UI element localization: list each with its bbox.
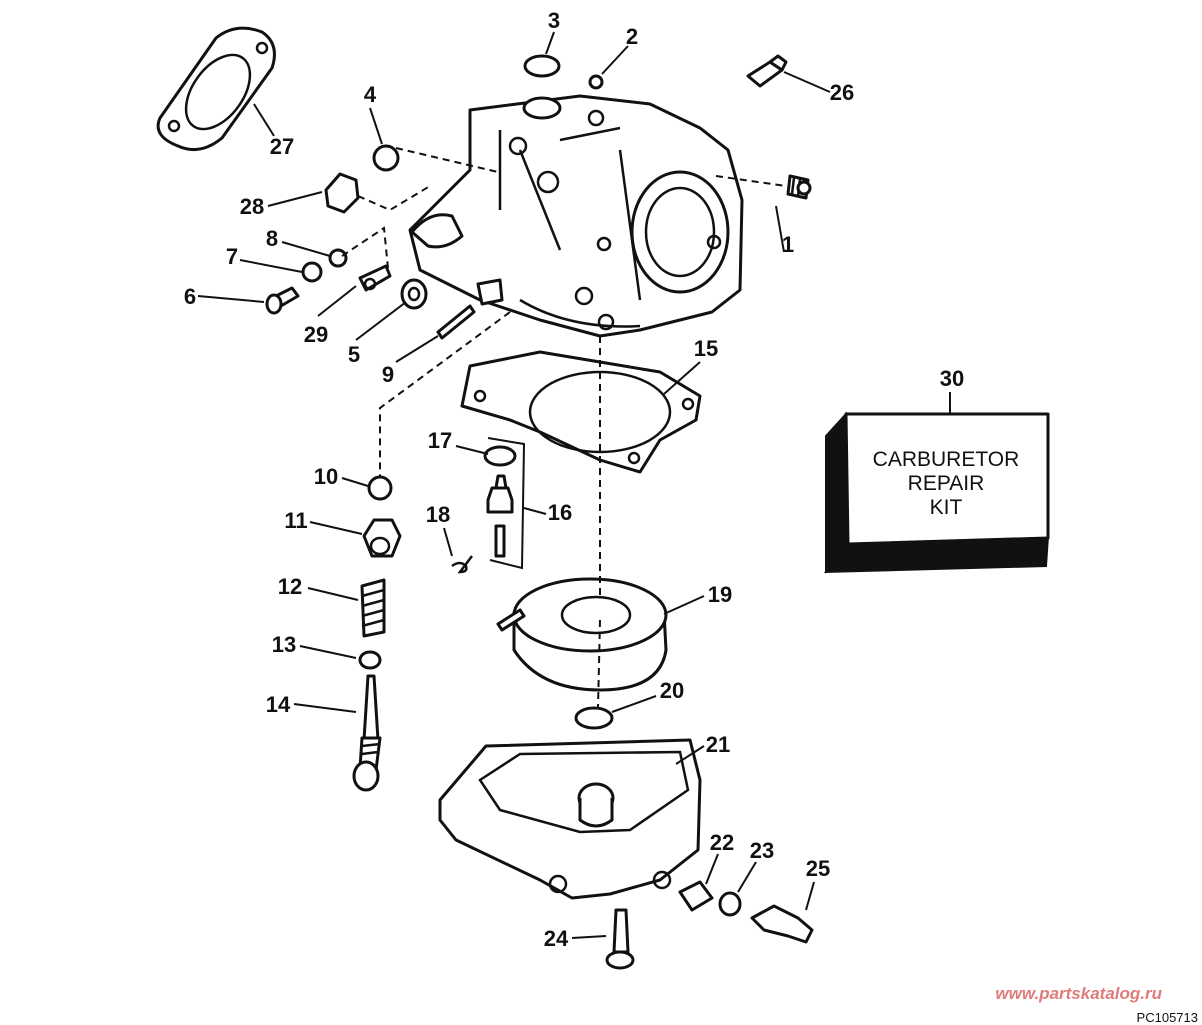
leader-lines <box>197 31 951 939</box>
callout-18: 18 <box>426 502 450 527</box>
part-16-needle-seat <box>486 437 526 570</box>
part-30-repair-kit-box <box>823 411 1050 574</box>
part-13-washer <box>358 650 382 670</box>
callout-2: 2 <box>626 24 638 49</box>
carburetor-body <box>408 94 744 338</box>
part-25-fitting <box>750 904 814 944</box>
part-20-washer <box>574 706 614 730</box>
part-26-fitting <box>746 54 788 88</box>
callout-24: 24 <box>544 926 569 951</box>
part-10-washer <box>367 475 393 501</box>
part-3-plug <box>523 54 561 78</box>
part-4-ball <box>372 144 400 172</box>
part-17-seat <box>483 445 517 467</box>
callout-26: 26 <box>830 80 854 105</box>
callout-13: 13 <box>272 632 296 657</box>
callout-4: 4 <box>364 82 377 107</box>
callout-8: 8 <box>266 226 278 251</box>
callout-21: 21 <box>706 732 730 757</box>
part-27-gasket <box>156 26 276 152</box>
callout-28: 28 <box>240 194 264 219</box>
part-14-needle <box>352 674 382 792</box>
callout-labels: 1 2 3 4 5 6 7 8 9 10 11 12 13 14 15 16 1… <box>184 8 964 951</box>
part-7-washer <box>301 261 323 283</box>
part-24-screw <box>605 908 635 970</box>
part-1-screw <box>786 174 812 200</box>
part-9-pin <box>436 304 476 340</box>
part-29-link <box>358 264 392 292</box>
callout-1: 1 <box>782 232 794 257</box>
part-18-clip <box>451 555 473 574</box>
part-5-seal <box>400 278 428 310</box>
callout-12: 12 <box>278 574 302 599</box>
callout-25: 25 <box>806 856 830 881</box>
callout-15: 15 <box>694 336 718 361</box>
assembly-lines <box>341 147 787 709</box>
kit-line-1: CARBURETOR <box>873 448 1020 471</box>
callout-14: 14 <box>266 692 291 717</box>
part-28-nut <box>324 172 360 214</box>
callout-27: 27 <box>270 134 294 159</box>
part-23-washer <box>718 891 742 917</box>
part-8-washer <box>328 248 348 268</box>
callout-3: 3 <box>548 8 560 33</box>
callout-19: 19 <box>708 582 732 607</box>
callout-6: 6 <box>184 284 196 309</box>
callout-20: 20 <box>660 678 684 703</box>
callout-22: 22 <box>710 830 734 855</box>
part-6-screw <box>265 286 300 315</box>
part-2-ball <box>588 74 604 90</box>
figure-code: PC105713 <box>1136 1010 1198 1025</box>
watermark-url: www.partskatalog.ru <box>995 984 1162 1003</box>
part-11-fitting <box>362 518 402 558</box>
callout-10: 10 <box>314 464 338 489</box>
repair-kit-label: CARBURETOR REPAIR KIT <box>873 448 1020 519</box>
callout-17: 17 <box>428 428 452 453</box>
kit-line-2: REPAIR <box>908 472 985 495</box>
part-22-plug <box>678 880 714 912</box>
part-19-float <box>496 577 668 692</box>
callout-7: 7 <box>226 244 238 269</box>
part-21-float-bowl <box>438 738 702 900</box>
callout-9: 9 <box>382 362 394 387</box>
callout-23: 23 <box>750 838 774 863</box>
kit-line-3: KIT <box>930 496 963 519</box>
callout-30: 30 <box>940 366 964 391</box>
callout-11: 11 <box>284 508 307 533</box>
callout-5: 5 <box>348 342 360 367</box>
part-12-spring <box>360 578 386 638</box>
callout-16: 16 <box>548 500 572 525</box>
callout-29: 29 <box>304 322 328 347</box>
